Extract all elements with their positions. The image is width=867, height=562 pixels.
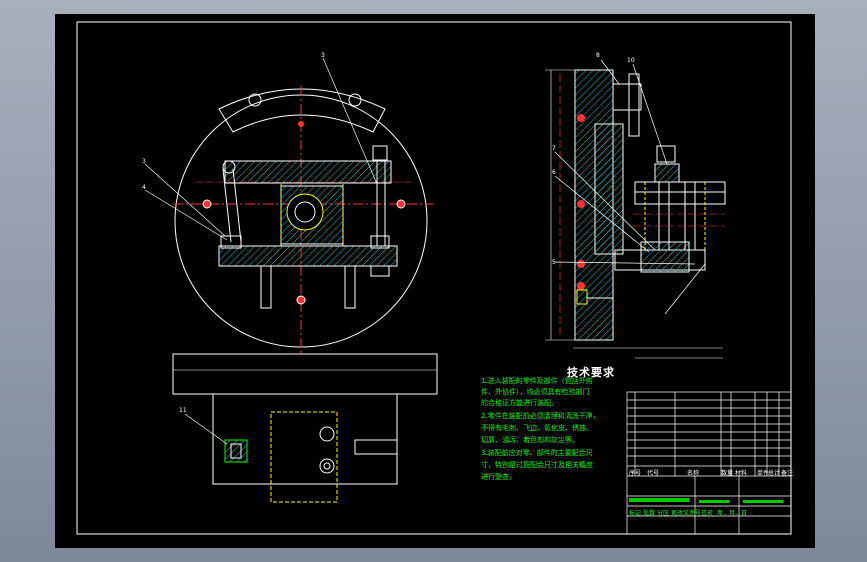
drawing-frame: [76, 21, 792, 535]
technical-requirements-title: 技术要求: [567, 366, 615, 379]
balloon-8: 8: [596, 52, 600, 59]
clamp-bar: [224, 160, 392, 184]
tech-req-line: 2.零件在装配前必须清理和清洗干净，: [481, 412, 600, 420]
side-section-view: [545, 59, 726, 359]
title-block: [626, 391, 792, 535]
title-block-footer: 处数: [643, 510, 656, 517]
balloon-4: 4: [142, 184, 146, 191]
title-block-header: 材料: [735, 470, 748, 477]
fixture-base: [218, 245, 398, 267]
balloon-10: 10: [627, 57, 635, 64]
balloon-3: 3: [142, 158, 146, 165]
fixture-assembly-drawing: 3 3 4 11 8 10 7 6 5: [76, 21, 792, 535]
tech-req-line: 3.装配前应对零、部件的主要配合尺: [481, 449, 593, 457]
title-block-header: 名称: [687, 470, 700, 477]
tech-req-line: 1.进入装配的零件及部件（包括外购: [481, 377, 593, 385]
tech-req-line: 寸，特别是过盈配合尺寸及相关精度: [481, 461, 593, 469]
title-block-header: 数量: [721, 470, 734, 477]
top-view: [144, 57, 433, 354]
title-block-header: 代号: [647, 470, 660, 477]
title-block-footer: 更改文件号: [671, 510, 702, 517]
title-block-footer: 年、月、日: [717, 510, 748, 517]
tech-req-line: 进行复查。: [481, 473, 516, 481]
arc-slot: [218, 88, 386, 133]
tech-req-line: 切屑、油污、着色剂和灰尘等。: [481, 436, 579, 444]
title-block-header: 总计: [768, 470, 781, 477]
title-block-footer: 分区: [657, 510, 670, 517]
balloon-3-top: 3: [321, 52, 325, 59]
balloon-5: 5: [552, 259, 556, 266]
table-plate: [172, 353, 438, 395]
front-view: [172, 353, 438, 503]
title-block-header: 单件: [757, 470, 770, 477]
title-block-footer: 签名: [701, 510, 714, 517]
drawing-sheet: 3 3 4 11 8 10 7 6 5: [55, 14, 815, 548]
tech-req-line: 的合格证方能进行装配。: [481, 399, 558, 407]
tech-req-line: 不得有毛刺、飞边、氧化皮、锈蚀、: [481, 424, 593, 432]
title-block-header: 备注: [781, 470, 794, 477]
balloon-11: 11: [179, 407, 187, 414]
title-block-footer: 标记: [629, 510, 642, 517]
tech-req-line: 件、外协件），均必须具有检验部门: [481, 388, 590, 396]
balloon-6: 6: [552, 169, 556, 176]
balloon-7: 7: [552, 145, 556, 152]
title-block-header: 序号: [629, 470, 642, 477]
